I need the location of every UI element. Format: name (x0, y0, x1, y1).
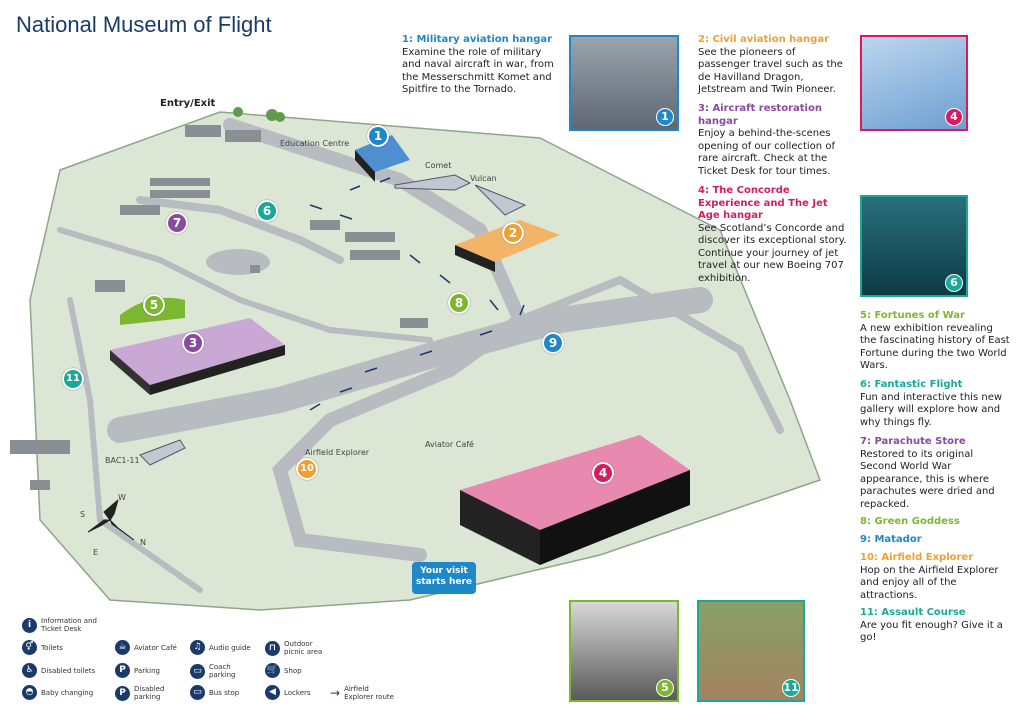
attraction-1: 1: Military aviation hangar Examine the … (402, 34, 554, 95)
baby-changing-icon: ◓ (22, 685, 37, 700)
label-bac: BAC1-11 (105, 456, 140, 465)
attraction-8: 8: Green Goddess (860, 516, 960, 527)
legend-coach: ▭Coach parking (190, 663, 239, 679)
start-marker[interactable]: Your visit starts here (412, 562, 476, 594)
attraction-7: 7: Parachute Store Restored to its origi… (860, 436, 995, 510)
compass (87, 499, 135, 541)
label-education-centre: Education Centre (280, 139, 350, 148)
legend-disabled-toilets: ♿Disabled toilets (22, 663, 95, 678)
picnic-icon: ⊓ (265, 640, 280, 656)
legend-shop: 🛒Shop (265, 663, 302, 678)
pin-5[interactable]: 5 (143, 294, 165, 316)
legend-lockers: ◀Lockers (265, 685, 311, 700)
legend-picnic: ⊓Outdoor picnic area (265, 640, 324, 656)
info-icon: i (22, 617, 37, 633)
pin-6[interactable]: 6 (256, 200, 278, 222)
legend-audio: ♫Audio guide (190, 640, 251, 655)
road-east (516, 275, 784, 434)
attraction-10: 10: Airfield Explorer Hop on the Airfiel… (860, 552, 999, 601)
vulcan-aircraft (474, 184, 527, 216)
legend-route: →Airfield Explorer route (330, 685, 394, 701)
page-title: National Museum of Flight (16, 12, 272, 37)
pin-10[interactable]: 10 (296, 458, 318, 480)
label-aviator-cafe: Aviator Café (425, 440, 474, 449)
pin-2[interactable]: 2 (502, 222, 524, 244)
pin-1[interactable]: 1 (367, 125, 389, 147)
legend-baby: ◓Baby changing (22, 685, 93, 700)
attraction-11: 11: Assault Course Are you fit enough? G… (860, 607, 1003, 643)
audio-guide-icon: ♫ (190, 640, 205, 655)
pin-3[interactable]: 3 (182, 332, 204, 354)
attraction-6: 6: Fantastic Flight Fun and interactive … (860, 379, 1003, 428)
parking-icon: P (115, 663, 130, 678)
lockers-icon: ◀ (265, 685, 280, 700)
road-runway (107, 287, 713, 443)
label-comet: Comet (425, 161, 452, 170)
compass-s: S (80, 510, 86, 519)
compass-n: N (140, 538, 146, 547)
pin-8[interactable]: 8 (448, 292, 470, 314)
bac-aircraft (139, 439, 186, 466)
comet-aircraft (394, 174, 472, 191)
entry-exit-label: Entry/Exit (160, 98, 216, 109)
photo-fantastic-flight: 6 (860, 195, 968, 297)
attraction-3: 3: Aircraft restoration hangar Enjoy a b… (698, 103, 835, 177)
cafe-icon: ☕ (115, 640, 130, 655)
photo-fortunes-of-war: 5 (569, 600, 679, 702)
hangar-4 (460, 435, 690, 565)
bus-stop-icon: ▭ (190, 685, 205, 700)
road-loop (136, 196, 344, 264)
disabled-toilets-icon: ♿ (22, 663, 37, 678)
pin-7[interactable]: 7 (166, 212, 188, 234)
compass-w: W (118, 493, 126, 502)
route-arrow-icon: → (330, 686, 341, 700)
photo-concorde: 4 (860, 35, 968, 131)
compass-e: E (93, 548, 99, 557)
label-vulcan: Vulcan (470, 174, 497, 183)
pin-4[interactable]: 4 (592, 462, 614, 484)
attraction-9: 9: Matador (860, 534, 922, 545)
pin-11[interactable]: 11 (62, 368, 84, 390)
coach-icon: ▭ (190, 663, 205, 679)
legend-toilets: ⚥Toilets (22, 640, 63, 655)
legend-bus: ▭Bus stop (190, 685, 239, 700)
shop-icon: 🛒 (265, 663, 280, 678)
toilets-icon: ⚥ (22, 640, 37, 655)
road-perimeter (57, 227, 433, 343)
legend-cafe: ☕Aviator Café (115, 640, 177, 655)
pin-9[interactable]: 9 (542, 332, 564, 354)
label-airfield-explorer: Airfield Explorer (305, 448, 370, 457)
photo-assault-course: 11 (697, 600, 805, 702)
road-main (223, 118, 529, 562)
attraction-5: 5: Fortunes of War A new exhibition reve… (860, 310, 1010, 371)
disabled-parking-icon: P (115, 685, 130, 701)
attraction-2: 2: Civil aviation hangar See the pioneer… (698, 34, 843, 95)
attraction-4: 4: The Concorde Experience and The Jet A… (698, 185, 847, 284)
road-west (67, 297, 203, 593)
photo-hangar-1: 1 (569, 35, 679, 131)
hangar-1 (355, 135, 410, 182)
